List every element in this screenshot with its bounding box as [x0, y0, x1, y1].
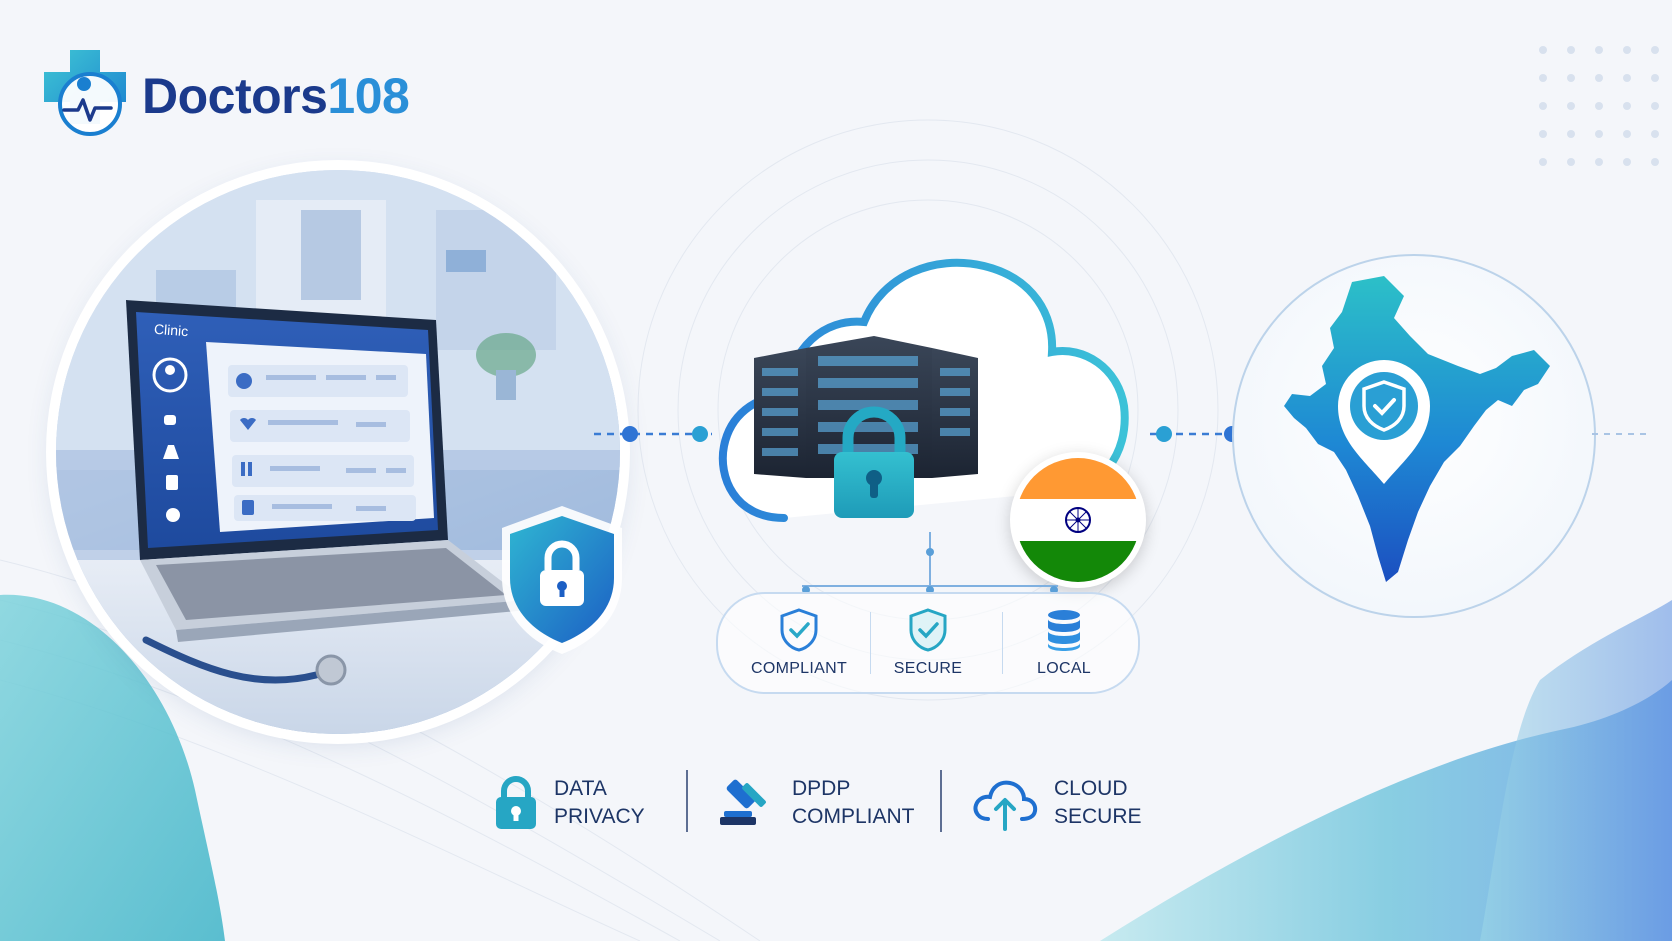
feature-local: LOCAL: [1008, 594, 1120, 692]
shield-check-icon: [909, 608, 947, 652]
clinic-app-label: Clinic: [153, 320, 189, 340]
bottom-feature-data-privacy: DATA PRIVACY: [494, 768, 645, 838]
cloud-server-icon: [718, 258, 1129, 522]
feature-line1: DATA: [554, 777, 607, 800]
connector-line-edge: [1592, 433, 1650, 435]
connector-line-right: [1150, 426, 1240, 442]
decorative-dots: [1539, 46, 1659, 166]
feature-line1: CLOUD: [1054, 777, 1128, 800]
india-map-circle: [1232, 254, 1596, 618]
medical-cross-heartbeat-icon: [44, 50, 126, 136]
tree-connector: [802, 532, 1058, 594]
padlock-icon: [834, 406, 914, 518]
bottom-feature-dpdp-compliant: DPDP COMPLIANT: [716, 768, 915, 838]
india-flag-icon: [1010, 452, 1146, 588]
clinic-laptop-illustration: [56, 170, 620, 734]
location-pin-shield-icon: [1338, 360, 1430, 484]
connector-line-left: [594, 426, 712, 442]
padlock-icon: [496, 776, 536, 829]
feature-line2: PRIVACY: [554, 805, 645, 828]
feature-divider: [686, 770, 688, 832]
bottom-feature-cloud-secure: CLOUD SECURE: [972, 768, 1142, 838]
feature-line2: SECURE: [1054, 805, 1142, 828]
gavel-icon: [720, 779, 766, 825]
shield-check-icon: [780, 608, 818, 652]
database-icon: [1048, 610, 1080, 651]
feature-line1: DPDP: [792, 777, 851, 800]
features-pill: COMPLIANT SECURE LOCAL: [716, 592, 1140, 694]
ashoka-chakra-icon: [1065, 506, 1091, 533]
feature-line2: COMPLIANT: [792, 805, 915, 828]
pill-divider: [1002, 612, 1003, 674]
feature-secure: SECURE: [876, 594, 980, 692]
feature-divider: [940, 770, 942, 832]
brand-name: Doctors108: [142, 68, 410, 124]
feature-compliant: COMPLIANT: [734, 594, 864, 692]
pill-divider: [870, 612, 871, 674]
india-map-illustration: [1284, 276, 1550, 582]
cloud-upload-icon: [973, 780, 1038, 831]
clinic-photo-circle: Clinic: [56, 170, 620, 734]
shield-lock-icon: [502, 506, 622, 654]
brand-logo[interactable]: Doctors108: [40, 48, 410, 144]
